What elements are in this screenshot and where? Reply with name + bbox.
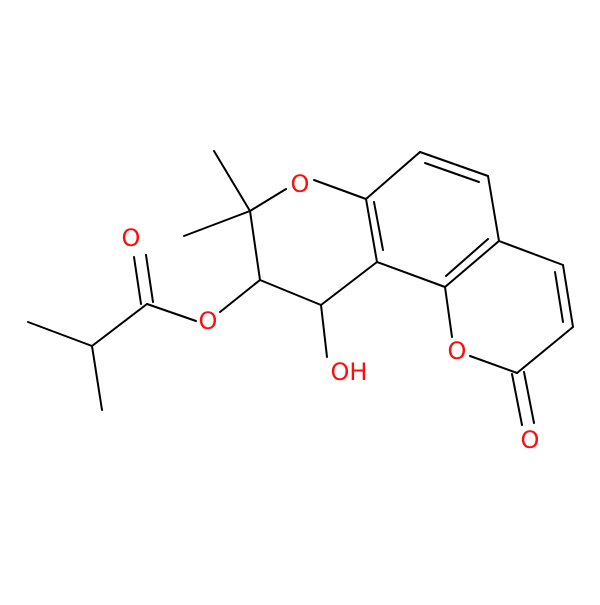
bond-lactone-o-carbonyl-c [469,355,518,374]
atom-o-ring-lactone: O [448,337,467,365]
bond-ring-o-aryl-c [313,179,367,200]
bond-carbonyl-c-ch [516,326,574,374]
bond-cme2-methyl-2 [183,210,251,237]
bond-aryl-4 [444,240,500,288]
bond-aryl-3 [487,175,500,242]
atom-o-hydroxyl: OH [331,358,368,386]
bond-aryl-inner-2 [373,201,384,251]
bond-ester-carbonyl-double-b [145,254,154,303]
bond-choh-aryl-c [320,261,378,306]
bond-lactone-cc-inner [554,271,564,323]
bonds [27,150,574,411]
bond-aryl-2 [419,151,489,177]
bond-lactone-carbonyl-b [523,371,535,424]
bond-ch-choh [259,279,322,306]
atom-labels: O O O OH O O [122,170,540,454]
bond-ch-methyl [91,345,103,411]
bond-ch-ch [562,264,574,328]
bond-aryl-inner-1 [424,162,480,183]
bond-aryl-lactone-o [444,286,453,338]
bond-aryl-inner-3 [445,238,489,277]
bond-aryl-5 [376,261,446,288]
atom-o-ester: O [199,307,218,335]
bond-ch-aryl [498,240,564,266]
bond-ch-carbonyl-c [91,303,148,347]
atom-o-ring-pyran: O [291,170,310,198]
bond-aryl-6 [365,198,378,263]
double-bond-lines [133,162,564,426]
bond-ch-cme2 [249,210,261,281]
atom-o-carbonyl-ester: O [122,224,141,252]
bond-lactone-carbonyl-a [511,373,523,426]
atom-o-carbonyl-lactone: O [521,426,540,454]
bond-methyl-ch [27,321,93,347]
bond-cme2-ring-o [249,188,287,212]
bond-aryl-1 [365,151,421,200]
bond-cme2-methyl-1 [213,150,251,212]
bond-choh-hydroxyl [320,304,328,358]
bond-ester-carbonyl-double-a [133,256,142,305]
bond-ester-o-ch [219,279,261,313]
bond-carbonyl-c-ester-o [146,303,197,322]
